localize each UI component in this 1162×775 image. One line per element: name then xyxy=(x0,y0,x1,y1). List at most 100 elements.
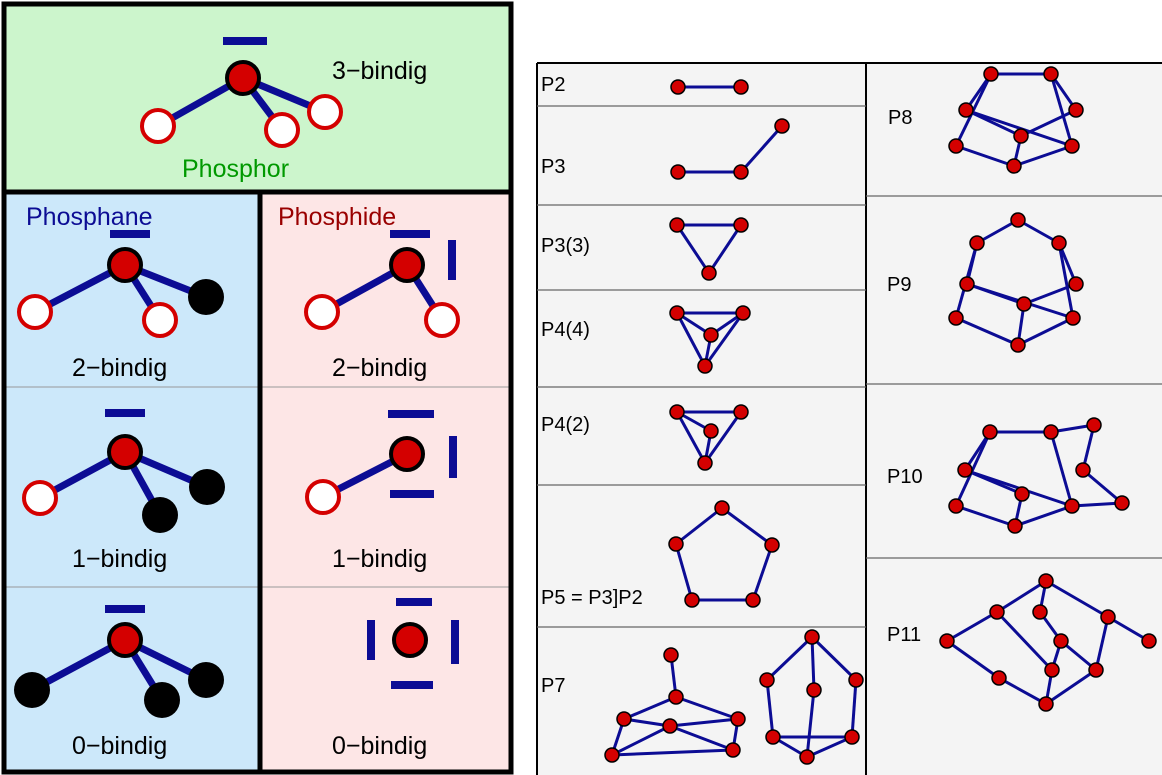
bond xyxy=(996,579,1047,614)
bond xyxy=(739,125,784,173)
p-atom xyxy=(1068,276,1084,292)
cluster-structures xyxy=(604,66,1157,765)
p-atom xyxy=(1088,662,1104,678)
phosphorus-atom xyxy=(392,622,428,658)
left-panel: 3−bindig Phosphor Phosphane Phosphide 2−… xyxy=(1,1,514,775)
bond xyxy=(765,679,775,738)
p-atom xyxy=(957,462,973,478)
p-atom xyxy=(669,305,685,321)
p8-structure xyxy=(948,66,1084,174)
p-atom xyxy=(669,217,685,233)
p-atom xyxy=(804,629,820,645)
p-atom xyxy=(697,455,713,471)
p-atom xyxy=(1086,417,1102,433)
bond xyxy=(806,735,853,759)
p-atom xyxy=(1043,66,1059,82)
label-p2: P2 xyxy=(541,74,565,96)
phosphide-row-1-label: 2−bindig xyxy=(332,354,427,382)
bond xyxy=(675,695,739,721)
bond xyxy=(954,431,992,507)
bond xyxy=(675,312,707,367)
bond xyxy=(810,635,858,682)
p-atom xyxy=(989,604,1005,620)
bond xyxy=(611,748,734,757)
p-atom xyxy=(703,423,719,439)
bond xyxy=(805,689,816,758)
p-atom xyxy=(668,536,684,552)
bond xyxy=(675,506,723,546)
bond xyxy=(721,506,773,547)
bond xyxy=(707,224,743,274)
lone-pair xyxy=(110,230,150,238)
molecule-3-bindig xyxy=(140,37,343,148)
p-atom xyxy=(1016,296,1032,312)
phosphane-row-3-label: 0−bindig xyxy=(72,732,167,760)
bond xyxy=(965,108,1073,148)
lone-pair xyxy=(391,681,433,689)
p-atom xyxy=(1010,212,1026,228)
lone-pair xyxy=(105,605,145,613)
hydrogen-atom xyxy=(144,682,180,718)
p-atom xyxy=(735,305,751,321)
p-atom xyxy=(848,672,864,688)
p-atom xyxy=(948,498,964,514)
lone-pair xyxy=(105,409,145,417)
phosphane-2-bindig xyxy=(17,230,224,338)
p-atom xyxy=(1032,604,1048,620)
bond xyxy=(703,312,745,367)
p-atom xyxy=(844,729,860,745)
p-atom xyxy=(669,404,685,420)
p-atom xyxy=(1141,633,1157,649)
bond xyxy=(955,504,1016,528)
p-atom xyxy=(662,718,678,734)
bond xyxy=(1045,668,1097,706)
bond xyxy=(946,639,1000,680)
p-atom xyxy=(745,592,761,608)
p3-structure xyxy=(670,118,790,180)
phosphorus-atom xyxy=(107,434,143,470)
open-bond-site xyxy=(17,294,53,330)
bond xyxy=(1071,501,1123,508)
p-atom xyxy=(1038,573,1054,589)
p-atom xyxy=(663,647,679,663)
p-atom xyxy=(733,79,749,95)
bond xyxy=(1107,615,1150,643)
bond xyxy=(1049,73,1074,147)
p-atom xyxy=(1064,138,1080,154)
lone-pair xyxy=(451,620,459,664)
bond xyxy=(751,544,774,601)
lone-pair xyxy=(390,490,434,498)
bond xyxy=(850,679,858,738)
bond xyxy=(810,636,816,691)
p-atom xyxy=(1043,424,1059,440)
p3-3-structure xyxy=(669,217,749,281)
p-atom xyxy=(670,79,686,95)
p-atom xyxy=(759,672,775,688)
open-bond-site xyxy=(264,112,300,148)
hydrogen-atom xyxy=(14,672,50,708)
bond xyxy=(1045,579,1109,619)
p-atom xyxy=(1053,633,1069,649)
p-atom xyxy=(668,689,684,705)
lone-pair xyxy=(223,37,267,45)
phosphorus-atom xyxy=(107,247,143,283)
p-atom xyxy=(806,682,822,698)
bond xyxy=(669,717,739,728)
lone-pair xyxy=(367,620,375,660)
label-p7: P7 xyxy=(541,675,565,697)
p-atom xyxy=(670,164,686,180)
label-3-bindig: 3−bindig xyxy=(332,57,427,85)
hydrogen-atom xyxy=(188,279,224,315)
hydrogen-atom xyxy=(188,662,224,698)
p9-structure xyxy=(948,212,1084,353)
bond xyxy=(998,676,1047,706)
phosphide-row-2-label: 1−bindig xyxy=(332,545,427,573)
bond xyxy=(611,724,671,757)
phosphide-0-bindig xyxy=(367,598,459,689)
phosphane-row-2-label: 1−bindig xyxy=(72,545,167,573)
phosphorus-atom xyxy=(107,622,143,658)
bond xyxy=(955,316,1019,347)
p-atom xyxy=(939,633,955,649)
bond xyxy=(955,144,1015,168)
p-atom xyxy=(1075,462,1091,478)
